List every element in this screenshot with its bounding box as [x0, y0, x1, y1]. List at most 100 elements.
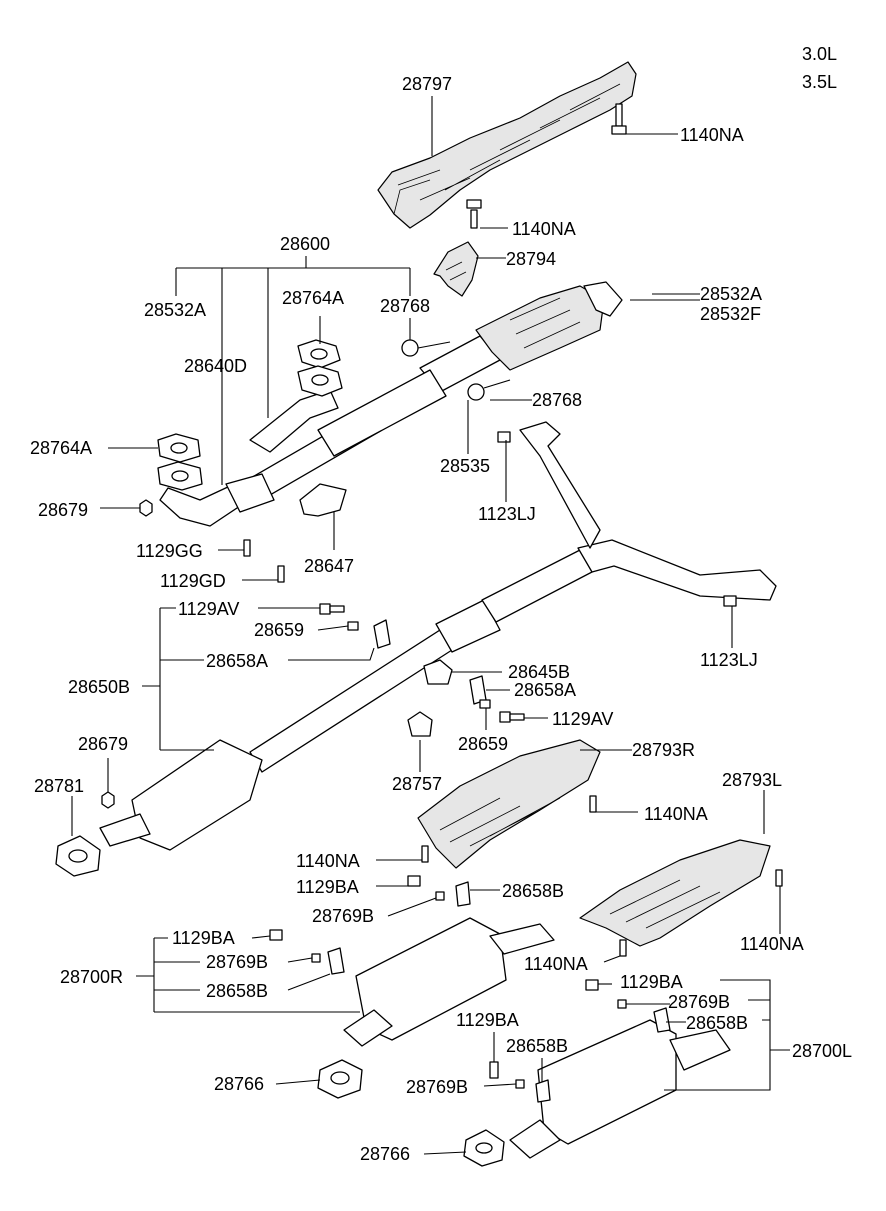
- hanger-28658b-right: [653, 1007, 671, 1033]
- spacer-28769b-left: [311, 953, 321, 963]
- label-1140na-top: 1140NA: [680, 125, 744, 145]
- label-1140na-shield: 1140NA: [512, 219, 576, 239]
- center-pipe-28650b: [99, 421, 777, 851]
- nut-28679-top: [139, 499, 153, 517]
- label-28658b-mid: 28658B: [502, 881, 564, 901]
- spacer-28769b-bottom: [515, 1079, 525, 1089]
- label-28781: 28781: [34, 776, 84, 796]
- label-1123lj-right: 1123LJ: [700, 650, 758, 670]
- spacer-28769b-mid: [435, 891, 445, 901]
- hanger-28768-mid: [467, 379, 511, 401]
- small-shield-28794: [433, 241, 479, 297]
- gasket-28766-bottom: [463, 1129, 505, 1167]
- label-1140na-mid: 1140NA: [296, 851, 360, 871]
- label-28769b-mid: 28769B: [312, 906, 374, 926]
- label-1129gg: 1129GG: [136, 541, 203, 561]
- label-28769b-right: 28769B: [668, 992, 730, 1012]
- label-28769b-left: 28769B: [206, 952, 268, 972]
- bolt-1140na-bot: [619, 939, 627, 957]
- heat-shield-28793l: [579, 839, 771, 947]
- front-pipe-28600: [159, 281, 623, 527]
- bolt-1123lj-right: [723, 595, 737, 607]
- bolt-1129gd: [277, 565, 285, 583]
- gasket-28764a-left: [157, 433, 203, 491]
- gasket-28766-left: [317, 1059, 363, 1099]
- bolt-1123lj-top: [497, 431, 511, 443]
- label-28764a-left: 28764A: [30, 438, 92, 458]
- bolt-1129ba-left: [269, 929, 283, 941]
- engine-label-30l: 3.0L: [802, 44, 837, 64]
- label-28645b: 28645B: [508, 662, 570, 682]
- label-28600: 28600: [280, 234, 330, 254]
- label-28793r: 28793R: [632, 740, 695, 760]
- label-28535: 28535: [440, 456, 490, 476]
- spacer-28659-right: [479, 699, 491, 709]
- heat-shield-28797: [377, 61, 637, 229]
- label-28679-bottom: 28679: [78, 734, 128, 754]
- bracket-28647: [299, 483, 347, 517]
- label-1129av-right: 1129AV: [552, 709, 613, 729]
- label-28658a-right: 28658A: [514, 680, 576, 700]
- bolt-1140na-top: [611, 103, 627, 135]
- spacer-28769b-right: [617, 999, 627, 1009]
- label-28658a-left: 28658A: [206, 651, 268, 671]
- label-28794: 28794: [506, 249, 556, 269]
- bolt-1140na-mid: [421, 845, 429, 863]
- label-28640d: 28640D: [184, 356, 247, 376]
- label-28769b-bottom: 28769B: [406, 1077, 468, 1097]
- label-28659-left: 28659: [254, 620, 304, 640]
- bolt-1129av-right: [499, 711, 525, 723]
- bolt-1129ba-mid: [407, 875, 421, 887]
- label-28532a-left: 28532A: [144, 300, 206, 320]
- label-28797: 28797: [402, 74, 452, 94]
- label-28793l: 28793L: [722, 770, 782, 790]
- label-28532a-right: 28532A: [700, 284, 762, 304]
- label-1129av-left: 1129AV: [178, 599, 239, 619]
- bracket-28645b: [423, 659, 453, 685]
- label-28700l: 28700L: [792, 1041, 852, 1061]
- label-1129ba-bottom: 1129BA: [456, 1010, 519, 1030]
- label-28757: 28757: [392, 774, 442, 794]
- label-1129ba-right: 1129BA: [620, 972, 683, 992]
- bolt-1129ba-bottom: [489, 1061, 499, 1079]
- label-1140na-bot: 1140NA: [524, 954, 588, 974]
- bracket-28757: [407, 711, 433, 737]
- label-28659-right: 28659: [458, 734, 508, 754]
- label-28658b-right: 28658B: [686, 1013, 748, 1033]
- label-28768-top: 28768: [380, 296, 430, 316]
- gasket-28764a-top: [297, 339, 343, 397]
- label-1129ba-mid: 1129BA: [296, 877, 359, 897]
- label-28647: 28647: [304, 556, 354, 576]
- label-1140na-l: 1140NA: [740, 934, 804, 954]
- bolt-1140na-r: [589, 795, 597, 813]
- muffler-28700r: [343, 917, 555, 1047]
- bolt-1129ba-right: [585, 979, 599, 991]
- label-28768-mid: 28768: [532, 390, 582, 410]
- bolt-1140na-shield: [466, 199, 482, 229]
- label-28766-bottom: 28766: [360, 1144, 410, 1164]
- gasket-28781: [55, 835, 101, 877]
- bolt-1140na-l: [775, 869, 783, 887]
- hanger-28658b-bottom: [535, 1079, 551, 1103]
- bolt-1129gg: [243, 539, 251, 557]
- label-1123lj-top: 1123LJ: [478, 504, 536, 524]
- bolt-1129av-left: [319, 603, 345, 615]
- label-28766-left: 28766: [214, 1074, 264, 1094]
- label-28650b: 28650B: [68, 677, 130, 697]
- label-28658b-left: 28658B: [206, 981, 268, 1001]
- label-1129gd: 1129GD: [160, 571, 226, 591]
- label-28700r: 28700R: [60, 967, 123, 987]
- spacer-28659-left: [347, 621, 359, 631]
- nut-28679-bottom: [101, 791, 115, 809]
- leader-lines: [71, 96, 790, 1155]
- engine-label-35l: 3.5L: [802, 72, 837, 92]
- label-28658b-bottom: 28658B: [506, 1036, 568, 1056]
- label-28764a-top: 28764A: [282, 288, 344, 308]
- label-1129ba-left: 1129BA: [172, 928, 235, 948]
- label-1140na-r: 1140NA: [644, 804, 708, 824]
- hanger-28658b-mid: [455, 881, 471, 907]
- label-28532f: 28532F: [700, 304, 761, 324]
- hanger-28658b-left: [327, 947, 345, 975]
- heat-shield-28793r: [417, 739, 601, 869]
